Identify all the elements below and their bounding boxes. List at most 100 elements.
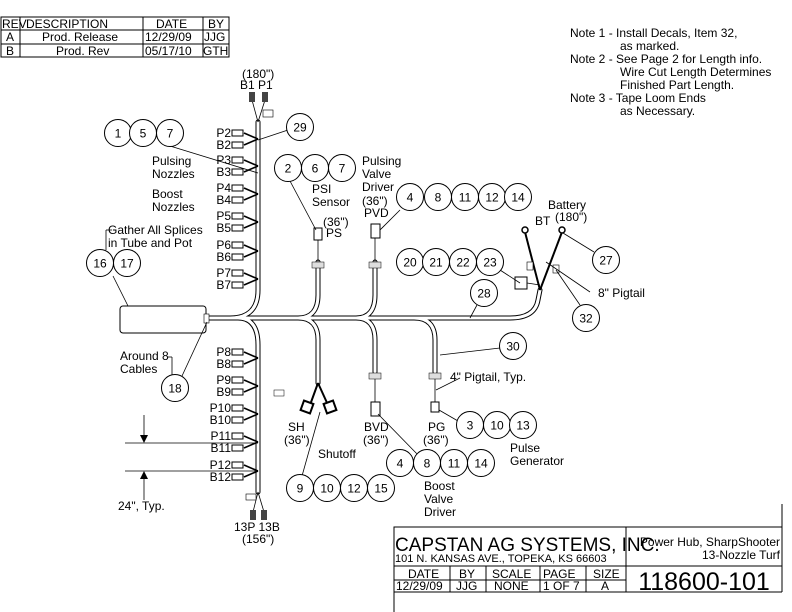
balloon-number: 23 (483, 256, 497, 270)
note-1-cont: as marked. (620, 39, 679, 53)
rev-a-desc: Prod. Release (42, 30, 118, 44)
balloon-number: 30 (506, 340, 520, 354)
rev-b: B (6, 44, 14, 58)
nozzle-connector-icon (231, 461, 244, 469)
pulse-connector-label: P5 (216, 209, 231, 223)
item-balloon: 13 (509, 411, 537, 439)
item-balloon: 18 (161, 374, 189, 402)
13p-13b-label: 13P 13B (234, 520, 280, 534)
boost-connector-label: B6 (216, 250, 231, 264)
item-balloon: 10 (483, 411, 511, 439)
upper-branch-inner (228, 120, 260, 320)
boost-valve-label-2: Valve (424, 492, 453, 506)
item-balloon: 14 (504, 183, 532, 211)
item-balloon: 1 (104, 119, 132, 147)
balloon-number: 9 (297, 482, 304, 496)
note-1: Note 1 - Install Decals, Item 32, (570, 26, 737, 40)
nozzle-connector-icon (231, 168, 244, 176)
ps-tag-icon (311, 261, 325, 269)
bt-connector-icon (514, 276, 528, 290)
nozzle-connector-icon (231, 473, 244, 481)
nozzle-connector-icon (231, 388, 244, 396)
sh-tag-icon (273, 389, 285, 397)
item-balloon: 29 (286, 113, 314, 141)
pg-length: (36") (423, 433, 449, 447)
shutoff-label: Shutoff (318, 447, 356, 461)
13b-connector-icon (261, 510, 267, 520)
pg-connector (428, 372, 442, 413)
nozzle-connector-icon (231, 212, 244, 220)
balloon-number: 8 (435, 191, 442, 205)
sh-branch-inner (296, 316, 320, 385)
nozzle-connector-icon (231, 253, 244, 261)
8in-pigtail-label: 8" Pigtail (598, 286, 645, 300)
balloon-number: 17 (120, 257, 134, 271)
size-value: A (601, 579, 609, 593)
note-3-cont: as Necessary. (620, 104, 695, 118)
balloon-number: 11 (448, 457, 461, 471)
item-balloon: 11 (440, 449, 468, 477)
ps-connector (311, 227, 325, 269)
boost-nozzles-label: Boost (152, 187, 183, 201)
24in-typ-label: 24", Typ. (118, 499, 165, 513)
pg-branch-inner (412, 316, 437, 374)
b1p1-label: B1 P1 (240, 78, 273, 92)
label-tag-icon (262, 109, 274, 118)
item-balloon: 11 (451, 183, 479, 211)
nozzle-connector-icon (231, 348, 244, 356)
psi-sensor-label-2: Sensor (312, 195, 350, 209)
item-balloon: 10 (313, 474, 341, 502)
item-balloon: 22 (449, 248, 477, 276)
ring-terminal-icon (521, 226, 529, 234)
pulse-connector-label: P4 (216, 181, 231, 195)
drawing-description-2: 13-Nozzle Turf (702, 548, 781, 562)
part-number: 118600-101 (638, 568, 770, 596)
item-balloon: 8 (424, 183, 452, 211)
balloon-number: 4 (407, 191, 414, 205)
pulse-connector-label: P11 (211, 429, 232, 443)
rev-a-date: 12/29/09 (145, 30, 192, 44)
nozzle-connector-icon (231, 444, 244, 452)
rev-a: A (6, 30, 14, 44)
item-balloon: 15 (367, 474, 395, 502)
scale-value: NONE (494, 579, 529, 593)
balloon-number: 28 (477, 287, 491, 301)
nozzle-connector-icon (231, 224, 244, 232)
pg-connector-icon (430, 401, 440, 413)
item-balloon: 4 (386, 449, 414, 477)
nozzle-connector-icon (231, 376, 244, 384)
by-header: BY (208, 17, 224, 31)
item-balloon: 3 (456, 411, 484, 439)
item-balloon: 9 (286, 474, 314, 502)
pulse-connector-label: P10 (210, 401, 232, 415)
item-balloon: 27 (592, 246, 620, 274)
page-value: 1 OF 7 (543, 579, 580, 593)
balloon-number: 10 (490, 419, 504, 433)
rev-b-date: 05/17/10 (145, 44, 192, 58)
balloon-number: 22 (456, 256, 470, 270)
nozzle-connector-icon (231, 156, 244, 164)
item-balloon: 14 (467, 449, 495, 477)
boost-connector-label: B11 (211, 441, 232, 455)
nozzle-connector-icon (231, 141, 244, 149)
nozzle-connector-icon (231, 269, 244, 277)
bvd-branch-inner (354, 316, 377, 374)
rev-b-desc: Prod. Rev (56, 44, 109, 58)
item-balloon: 4 (396, 183, 424, 211)
item-balloon: 12 (340, 474, 368, 502)
13p-connector-icon (250, 510, 256, 520)
b1-p1-connectors: (180") B1 P1 (240, 67, 274, 123)
ps-length: (36") (323, 215, 349, 229)
pulse-connector-label: P8 (216, 345, 231, 359)
balloon-number: 15 (374, 482, 388, 496)
balloon-number: 10 (320, 482, 334, 496)
13-length: (156") (242, 532, 274, 546)
